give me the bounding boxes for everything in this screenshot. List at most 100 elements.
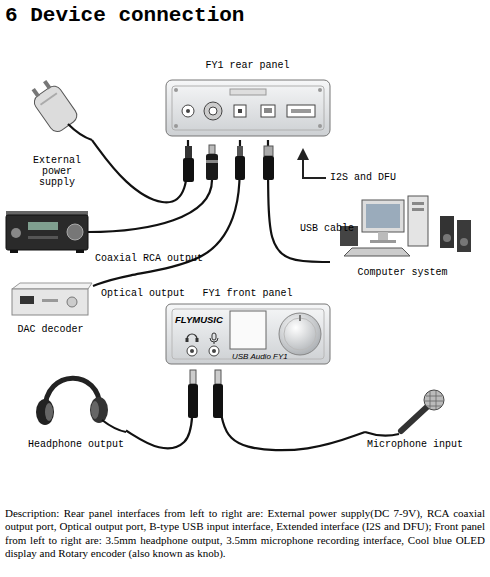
microphone-illustration-part — [401, 406, 428, 431]
device-label: External power supply — [22, 155, 92, 188]
rear-panel-illustration-part — [182, 105, 194, 117]
device-label: FY1 rear panel — [160, 60, 335, 71]
rear-panel-illustration-part — [166, 80, 330, 136]
computer-illustration-part — [412, 202, 424, 205]
device-label: FY1 front panel — [160, 288, 335, 299]
rear-plug-part — [185, 146, 192, 158]
page-title: 6 Device connection — [5, 3, 485, 29]
front-panel-illustration-part — [209, 346, 219, 356]
rear-panel-illustration-part — [238, 109, 242, 113]
computer-illustration-part — [362, 200, 404, 232]
computer-illustration-part — [457, 220, 471, 252]
cable-connector — [92, 140, 188, 202]
front-panel-illustration-part — [212, 349, 216, 353]
front-plug-part — [188, 384, 198, 418]
computer-illustration-part — [443, 234, 451, 242]
rear-panel-illustration-part — [287, 105, 315, 117]
rear-plug-part — [206, 154, 218, 180]
dac-illustration-part — [12, 289, 88, 315]
rear-plug-part — [209, 145, 215, 154]
rear-panel-illustration-part — [209, 107, 217, 115]
rear-panel-illustration-part — [318, 124, 322, 128]
power-adapter-illustration — [27, 76, 92, 140]
dac-illustration-part — [20, 296, 34, 304]
rear-panel-illustration-part — [264, 108, 272, 113]
headphone-illustration-part — [90, 397, 108, 423]
amplifier-illustration-part — [28, 236, 58, 239]
amplifier-illustration-part — [88, 180, 212, 232]
device-label: Headphone output — [26, 439, 126, 450]
computer-illustration-part — [378, 232, 388, 240]
microphone-illustration-part — [365, 432, 399, 436]
microphone-illustration-part — [424, 390, 444, 410]
headphone-illustration-part — [45, 403, 53, 421]
computer-illustration — [340, 196, 471, 256]
rear-panel-illustration-part — [174, 88, 178, 92]
front-plug — [188, 370, 223, 418]
power-adapter-illustration-part-part — [32, 88, 40, 98]
rear-plug-part — [206, 160, 218, 163]
computer-illustration-part — [412, 208, 424, 211]
front-panel-illustration-part — [210, 338, 218, 344]
rear-plug-part — [183, 158, 194, 182]
microphone-illustration — [365, 390, 444, 436]
rear-panel-illustration-part — [186, 109, 190, 113]
panel-print: USB Audio FY1 — [232, 352, 312, 362]
headphone-illustration-part — [91, 401, 99, 419]
front-panel: FY1 front panelFLYMUSIC USB Audio FY1 — [160, 286, 335, 370]
power-adapter-illustration-part — [27, 76, 80, 134]
amplifier-illustration-part — [11, 228, 21, 238]
front-panel-illustration-part — [172, 309, 324, 359]
dac-illustration-part — [67, 297, 77, 307]
computer-illustration-part — [366, 204, 400, 228]
rear-panel: FY1 rear panel — [160, 60, 335, 140]
front-panel-illustration-part — [196, 338, 199, 342]
port-label: Coaxial RCA output — [95, 253, 203, 264]
power-adapter-illustration-part-part — [40, 92, 58, 105]
headphone-illustration-part — [102, 420, 126, 432]
front-plug-part — [215, 370, 221, 384]
amplifier-illustration-part — [10, 250, 18, 253]
device-label: Computer system — [330, 267, 475, 278]
i2s-arrow-part — [297, 148, 309, 160]
rear-plug-part — [264, 146, 273, 156]
amplifier-illustration-part — [6, 215, 88, 250]
rear-panel-illustration-part — [291, 109, 311, 113]
port-label: I2S and DFU — [330, 172, 396, 183]
rear-plug-part — [237, 146, 243, 156]
headphone-illustration — [36, 378, 126, 432]
rear-plug-part — [235, 156, 245, 180]
front-plug-part — [190, 370, 196, 384]
computer-illustration-part — [408, 196, 428, 246]
device-label: Microphone input — [365, 439, 465, 450]
power-adapter-illustration-part-part — [43, 80, 51, 90]
microphone-illustration-part — [425, 390, 443, 410]
front-plug-part — [213, 384, 223, 418]
rear-panel-illustration-part — [261, 105, 275, 117]
computer-illustration-part — [460, 238, 468, 246]
power-adapter-illustration-part — [68, 124, 92, 140]
i2s-arrow-part — [303, 158, 326, 178]
panel-print: FLYMUSIC — [175, 314, 235, 326]
cable-label: Optical output — [101, 288, 185, 299]
cable-connector — [218, 370, 365, 450]
front-panel-illustration-part — [284, 318, 316, 350]
computer-illustration-part — [344, 248, 410, 256]
amplifier-illustration-part — [76, 250, 84, 253]
cable-connector — [93, 140, 240, 286]
rear-panel-illustration-part — [204, 102, 222, 120]
power-supply: External power supply — [22, 80, 92, 188]
rear-panel-illustration — [166, 80, 330, 136]
cable-connector — [268, 140, 330, 262]
front-panel-illustration-part — [190, 349, 194, 353]
rear-panel-illustration-part — [318, 88, 322, 92]
dac-decoder: DAC decoder — [8, 280, 93, 335]
description-caption: Description: Rear panel interfaces from … — [5, 507, 485, 561]
amplifier-illustration — [6, 180, 212, 253]
rear-panel-illustration-part — [234, 105, 246, 117]
front-panel-illustration-part — [186, 338, 189, 342]
front-panel-illustration-part — [230, 311, 266, 349]
amplifier-illustration-part — [28, 222, 58, 230]
device-label: DAC decoder — [8, 324, 93, 335]
